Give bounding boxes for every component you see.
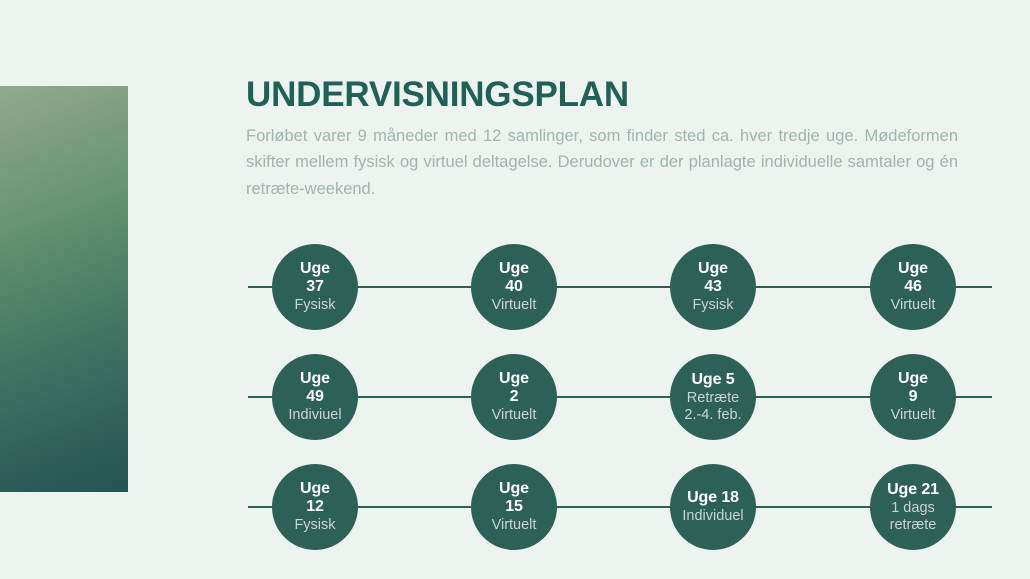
node-type-label: Virtuelt [491,407,537,424]
timeline-connector-line [248,396,992,398]
slide-header: UNDERVISNINGSPLAN Forløbet varer 9 måned… [246,75,958,203]
page-title: UNDERVISNINGSPLAN [246,75,629,114]
node-type-label: Individuel [682,508,744,525]
node-week-label: Uge 18 [687,488,739,506]
node-type-label: Virtuelt [491,517,537,534]
node-week-label: Uge 9 [898,369,928,406]
timeline-node[interactable]: Uge 2 Virtuelt [471,354,557,440]
timeline-row: Uge 12 Fysisk Uge 15 Virtuelt Uge 18 Ind… [0,452,1030,562]
timeline-node[interactable]: Uge 18 Individuel [670,464,756,550]
node-type-label: Virtuelt [890,297,936,314]
page-subtitle: Forløbet varer 9 måneder med 12 samlinge… [246,126,958,198]
node-week-label: Uge 12 [300,479,330,516]
node-week-label: Uge 2 [499,369,529,406]
timeline-node[interactable]: Uge 43 Fysisk [670,244,756,330]
timeline-connector-line [248,506,992,508]
node-week-label: Uge 46 [898,259,928,296]
timeline-row: Uge 37 Fysisk Uge 40 Virtuelt Uge 43 Fys… [0,232,1030,342]
timeline-node[interactable]: Uge 12 Fysisk [272,464,358,550]
timeline-node[interactable]: Uge 40 Virtuelt [471,244,557,330]
node-week-label: Uge 5 [691,370,735,388]
node-week-label: Uge 49 [300,369,330,406]
node-week-label: Uge 40 [499,259,529,296]
node-type-label: Fysisk [692,297,734,314]
node-type-label: Retræte 2.-4. feb. [684,389,742,423]
node-week-label: Uge 43 [698,259,728,296]
timeline-node[interactable]: Uge 15 Virtuelt [471,464,557,550]
node-type-label: 1 dags retræte [889,499,937,533]
timeline-node[interactable]: Uge 46 Virtuelt [870,244,956,330]
timeline: Uge 37 Fysisk Uge 40 Virtuelt Uge 43 Fys… [0,232,1030,562]
timeline-connector-line [248,286,992,288]
node-week-label: Uge 15 [499,479,529,516]
node-week-label: Uge 37 [300,259,330,296]
decorative-gradient-panel [0,86,128,492]
timeline-node[interactable]: Uge 21 1 dags retræte [870,464,956,550]
node-week-label: Uge 21 [887,480,939,498]
timeline-node[interactable]: Uge 37 Fysisk [272,244,358,330]
timeline-row: Uge 49 Indiviuel Uge 2 Virtuelt Uge 5 Re… [0,342,1030,452]
timeline-node[interactable]: Uge 49 Indiviuel [272,354,358,440]
node-type-label: Virtuelt [890,407,936,424]
timeline-node[interactable]: Uge 9 Virtuelt [870,354,956,440]
node-type-label: Fysisk [294,517,336,534]
timeline-node[interactable]: Uge 5 Retræte 2.-4. feb. [670,354,756,440]
node-type-label: Fysisk [294,297,336,314]
node-type-label: Indiviuel [288,407,342,424]
node-type-label: Virtuelt [491,297,537,314]
